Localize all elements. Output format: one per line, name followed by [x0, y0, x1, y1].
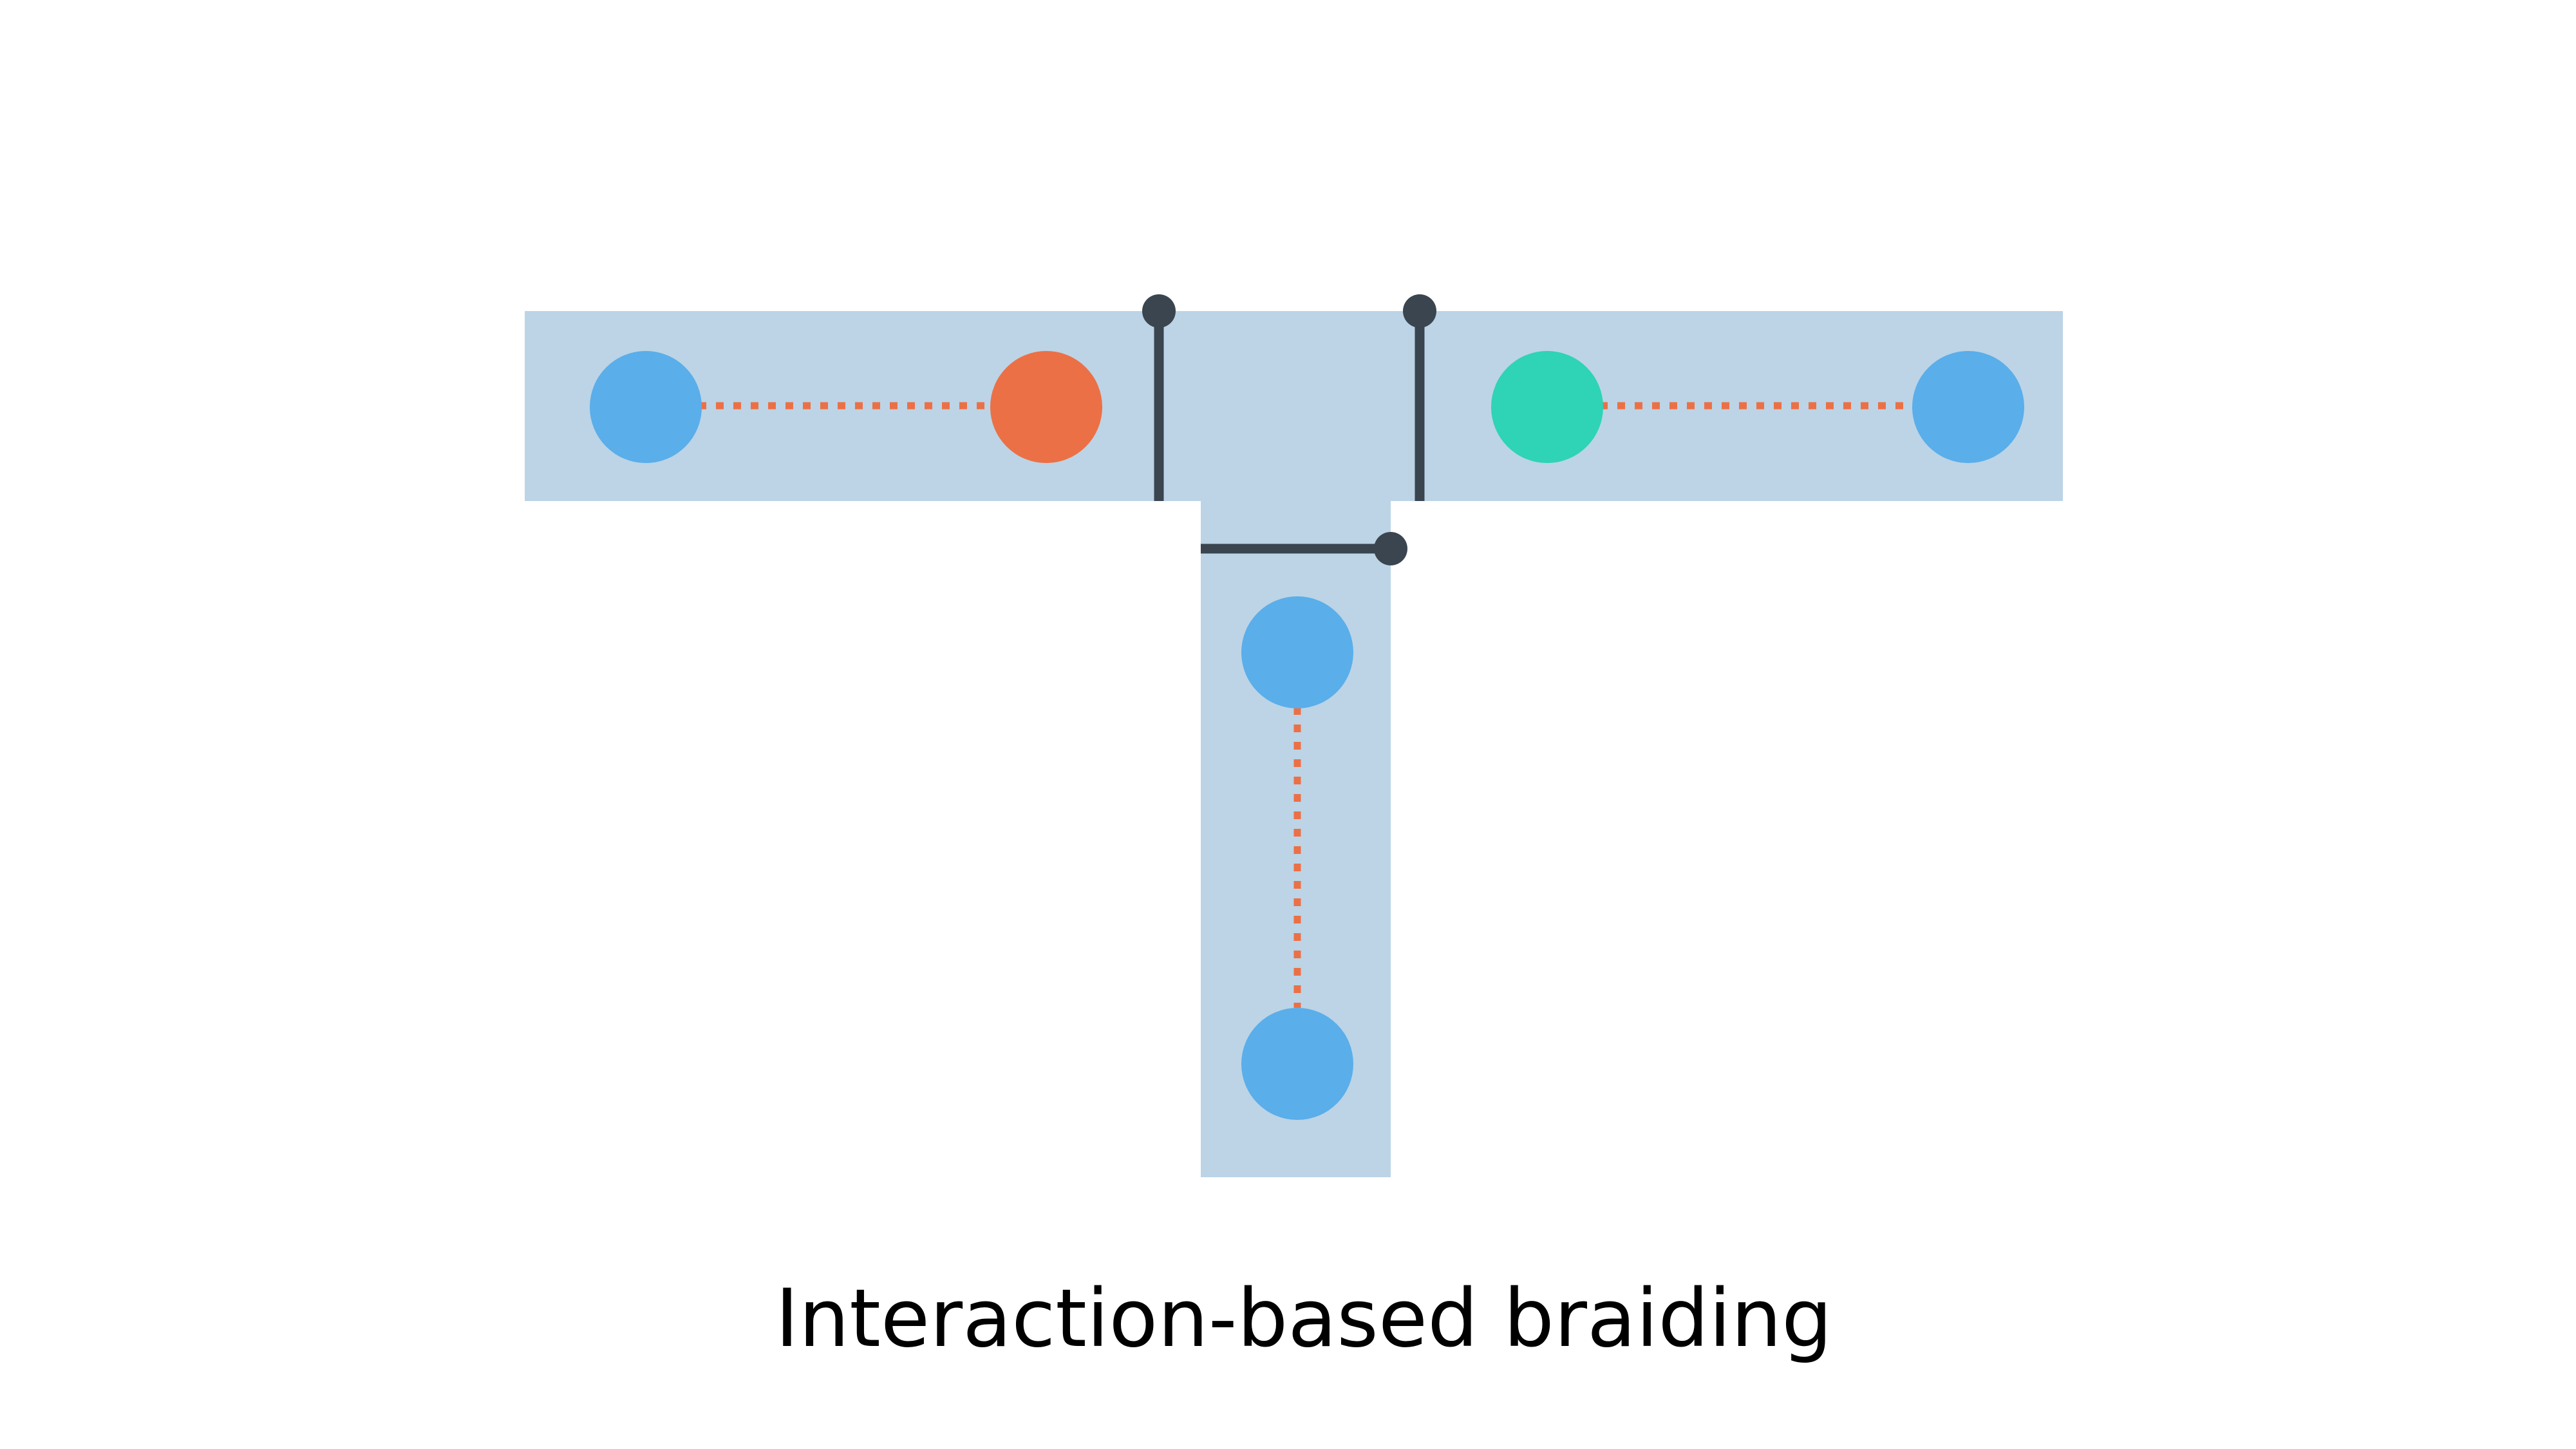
gate-knob-icon	[1403, 294, 1436, 328]
junction-center-segment	[1157, 311, 1416, 501]
right-inner-mode-circle-icon	[1491, 351, 1603, 463]
caption: Interaction-based braiding	[775, 1273, 1832, 1365]
left-vertical-gate	[1142, 294, 1176, 501]
right-outer-mode-circle-icon	[1912, 351, 2024, 463]
bottom-horizontal-gate	[1201, 532, 1407, 565]
bottom-upper-mode-circle-icon	[1241, 596, 1353, 708]
majorana-modes	[590, 351, 2024, 1120]
left-inner-mode-circle-icon	[990, 351, 1102, 463]
gate-knob-icon	[1142, 294, 1176, 328]
gate-knob-icon	[1374, 532, 1407, 565]
right-vertical-gate	[1403, 294, 1436, 501]
gates	[1142, 294, 1436, 565]
left-outer-mode-circle-icon	[590, 351, 702, 463]
pairing-links	[699, 402, 1909, 1008]
bottom-lower-mode-circle-icon	[1241, 1008, 1353, 1120]
